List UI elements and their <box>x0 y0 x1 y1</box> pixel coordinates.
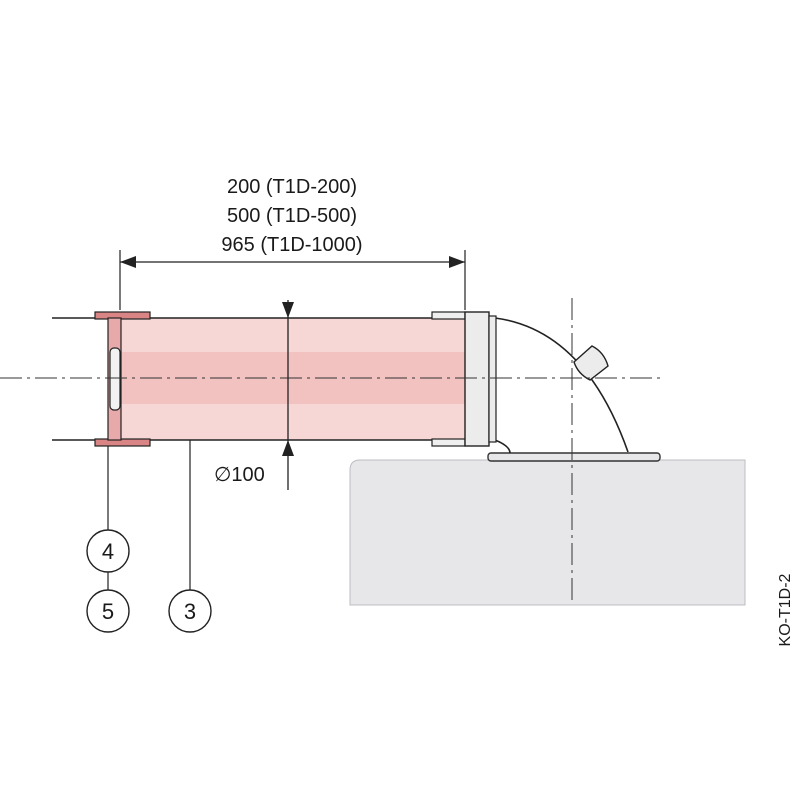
callout-number-4: 4 <box>102 539 114 564</box>
length-label-2: 500 (T1D-500) <box>227 205 357 227</box>
unit-body <box>349 459 746 606</box>
callout-bubble-3 <box>168 589 212 633</box>
drawing-code: KO-T1D-2 <box>777 573 794 646</box>
callout-bubble-5 <box>86 589 130 633</box>
length-arrow-right <box>449 256 465 268</box>
wall-flange <box>94 311 151 320</box>
callout-number-3: 3 <box>184 599 196 624</box>
coupling-ring <box>464 311 490 447</box>
elbow-base-plate <box>487 452 661 462</box>
callout-number-5: 5 <box>102 599 114 624</box>
coupling-bottom <box>431 438 466 447</box>
pipe-elbow <box>494 317 629 454</box>
diameter-arrow-bottom <box>282 440 294 456</box>
diameter-arrow-top <box>282 302 294 318</box>
coupling-top <box>431 311 466 320</box>
wall-flange-bottom <box>94 438 151 447</box>
length-arrow-left <box>120 256 136 268</box>
elbow-cap <box>573 345 609 381</box>
length-label-3: 965 (T1D-1000) <box>221 234 362 256</box>
diameter-label: ∅100 <box>214 464 265 486</box>
grille-insert <box>109 347 121 411</box>
coupling-collar <box>488 315 497 443</box>
length-label-1: 200 (T1D-200) <box>227 176 357 198</box>
callout-bubble-4 <box>86 529 130 573</box>
